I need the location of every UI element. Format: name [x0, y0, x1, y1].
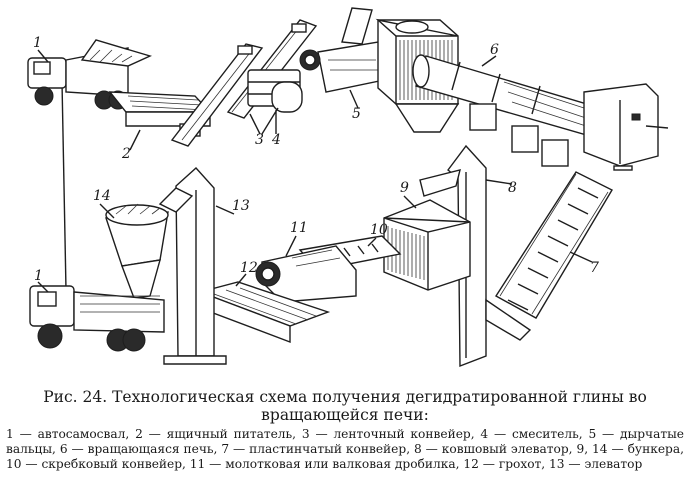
label-scraper-conveyor: 10: [370, 222, 388, 238]
caption-legend: 1 — автосамосвал, 2 — ящичный питатель, …: [6, 427, 684, 471]
caption-title: Рис. 24. Технологическая схема получения…: [43, 388, 647, 424]
crusher: [255, 245, 357, 303]
perforated-rollers: [299, 7, 385, 93]
truck-top: [27, 39, 152, 110]
label-crusher: 11: [290, 220, 308, 236]
label-bucket-elevator: 8: [508, 180, 517, 196]
bunker-9: [383, 199, 471, 291]
label-truck-bottom: 1: [34, 268, 43, 284]
label-bunker-14: 14: [93, 188, 111, 204]
label-screen: 12: [240, 260, 258, 276]
process-diagram: 1 2 3 4 5 6 7 8 9 10 11 12 13 14 1: [27, 7, 669, 368]
rotary-kiln: [412, 54, 669, 171]
figure-caption: Рис. 24. Технологическая схема получения…: [6, 388, 684, 472]
label-elevator-13: 13: [232, 198, 250, 214]
label-mixer: 4: [271, 132, 281, 148]
label-feeder: 2: [121, 146, 131, 162]
truck-bottom: [29, 285, 165, 352]
plate-conveyor: [495, 171, 613, 319]
label-plate-conveyor: 7: [590, 260, 599, 276]
screen: [197, 281, 331, 344]
label-truck-top: 1: [33, 35, 42, 51]
label-belt-conveyor: 3: [255, 132, 264, 148]
label-rollers: 5: [352, 106, 361, 122]
mixer: [247, 69, 303, 113]
elevator-13: [163, 167, 227, 365]
truck-connector-line: [61, 81, 67, 291]
label-kiln: 6: [490, 42, 499, 58]
bunker-14: [105, 187, 194, 299]
label-bunker-9: 9: [400, 180, 409, 196]
